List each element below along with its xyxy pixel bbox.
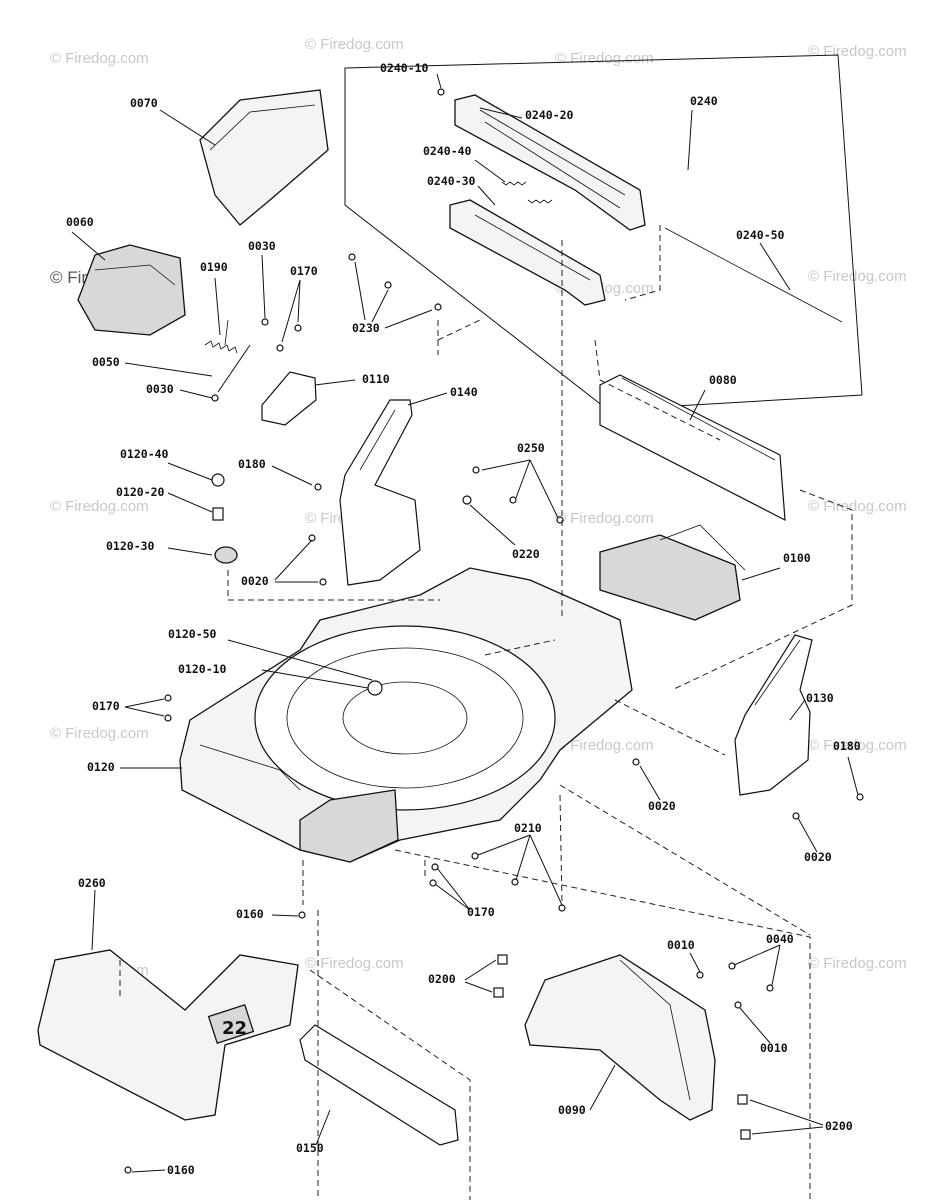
label-0250: 0250 bbox=[517, 441, 545, 455]
label-0040: 0040 bbox=[766, 932, 794, 946]
part-0130-shape bbox=[734, 634, 813, 796]
label-0120-20: 0120-20 bbox=[116, 485, 165, 499]
label-0160-bottom: 0160 bbox=[167, 1163, 195, 1177]
part-0070-shape bbox=[199, 89, 329, 226]
label-0260: 0260 bbox=[78, 876, 106, 890]
label-0030-bottom: 0030 bbox=[146, 382, 174, 396]
label-0120: 0120 bbox=[87, 760, 115, 774]
part-0060-shape bbox=[77, 244, 186, 336]
part-0240-50-shape bbox=[664, 227, 843, 323]
part-0080-shape bbox=[599, 374, 786, 522]
label-0180-right: 0180 bbox=[833, 739, 861, 753]
watermark: © Firedog.com bbox=[808, 737, 907, 754]
label-0160-top: 0160 bbox=[236, 907, 264, 921]
label-0220: 0220 bbox=[512, 547, 540, 561]
part-0190-shape bbox=[204, 319, 238, 354]
watermark: © Firedog.com bbox=[555, 50, 654, 67]
label-0130: 0130 bbox=[806, 691, 834, 705]
kit-0240-frame bbox=[344, 54, 863, 411]
label-0120-30: 0120-30 bbox=[106, 539, 155, 553]
label-0240: 0240 bbox=[690, 94, 718, 108]
leader-lines bbox=[71, 73, 859, 1173]
label-0170-bottom: 0170 bbox=[467, 905, 495, 919]
part-0240-40-shape bbox=[501, 181, 553, 204]
label-0060: 0060 bbox=[66, 215, 94, 229]
part-hardware-shapes bbox=[124, 253, 864, 1174]
watermark: © Firedog.com bbox=[555, 510, 654, 527]
label-0150: 0150 bbox=[296, 1141, 324, 1155]
part-0140-shape bbox=[339, 399, 421, 586]
watermark: © Firedog.com bbox=[808, 43, 907, 60]
label-0240-30: 0240-30 bbox=[427, 174, 476, 188]
part-0090-shape bbox=[524, 954, 716, 1121]
label-0090: 0090 bbox=[558, 1103, 586, 1117]
label-0050: 0050 bbox=[92, 355, 120, 369]
watermark: © Firedog.com bbox=[808, 955, 907, 972]
part-0240-20-shape bbox=[437, 88, 646, 231]
label-0010-bottom: 0010 bbox=[760, 1041, 788, 1055]
label-0020-left: 0020 bbox=[241, 574, 269, 588]
label-0120-10: 0120-10 bbox=[178, 662, 227, 676]
part-0100-shape bbox=[599, 524, 746, 621]
watermark: © Firedog.com bbox=[305, 36, 404, 53]
watermark: © Firedog.com bbox=[555, 737, 654, 754]
watermark: © Firedog.com bbox=[808, 268, 907, 285]
badge-22: 22 bbox=[222, 1018, 247, 1039]
label-0200-left: 0200 bbox=[428, 972, 456, 986]
label-0170-left: 0170 bbox=[92, 699, 120, 713]
label-0170-top: 0170 bbox=[290, 264, 318, 278]
label-0230: 0230 bbox=[352, 321, 380, 335]
watermark: © Firedog.com bbox=[305, 955, 404, 972]
dashed-guides bbox=[119, 225, 853, 1200]
part-0260-shape: 22 bbox=[37, 949, 299, 1121]
label-0240-20: 0240-20 bbox=[525, 108, 574, 122]
label-0240-40: 0240-40 bbox=[423, 144, 472, 158]
label-0140: 0140 bbox=[450, 385, 478, 399]
label-0120-40: 0120-40 bbox=[120, 447, 169, 461]
watermark: © Firedog.com bbox=[50, 50, 149, 67]
label-0080: 0080 bbox=[709, 373, 737, 387]
part-0120-deck-shape bbox=[179, 567, 633, 863]
watermark: © Firedog.com bbox=[50, 725, 149, 742]
part-0240-30-shape bbox=[449, 199, 606, 306]
label-0240-50: 0240-50 bbox=[736, 228, 785, 242]
label-0010-top: 0010 bbox=[667, 938, 695, 952]
part-0110-shape bbox=[261, 371, 317, 426]
label-0240-10: 0240-10 bbox=[380, 61, 429, 75]
watermark: © Firedog.com bbox=[50, 498, 149, 515]
label-0210: 0210 bbox=[514, 821, 542, 835]
label-0190: 0190 bbox=[200, 260, 228, 274]
label-0100: 0100 bbox=[783, 551, 811, 565]
label-0030-top: 0030 bbox=[248, 239, 276, 253]
label-0120-50: 0120-50 bbox=[168, 627, 217, 641]
label-0020-right: 0020 bbox=[804, 850, 832, 864]
label-0200-right: 0200 bbox=[825, 1119, 853, 1133]
part-0050-shape bbox=[217, 344, 251, 393]
label-0180-left: 0180 bbox=[238, 457, 266, 471]
label-0020-middle: 0020 bbox=[648, 799, 676, 813]
part-0150-shape bbox=[299, 1024, 459, 1146]
label-0070: 0070 bbox=[130, 96, 158, 110]
label-0110: 0110 bbox=[362, 372, 390, 386]
